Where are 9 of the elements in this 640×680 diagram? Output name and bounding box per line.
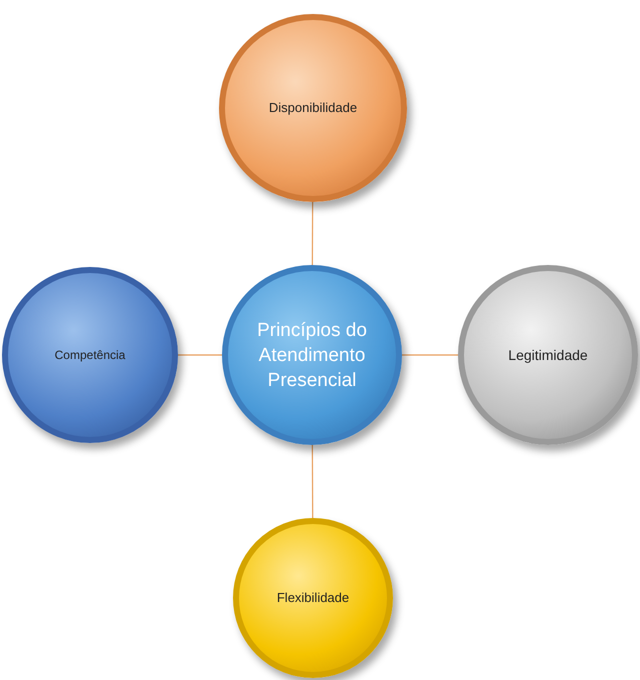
connector-line — [402, 354, 458, 356]
node-label: Flexibilidade — [276, 589, 350, 608]
connector-line — [312, 445, 314, 518]
node-label: Disponibilidade — [268, 99, 358, 118]
node-label: Competência — [54, 347, 126, 364]
node-label: Legitimidade — [507, 346, 589, 365]
connector-line — [178, 354, 222, 356]
connector-line — [312, 202, 314, 265]
node-label: Princípios do Atendimento Presencial — [256, 318, 368, 392]
